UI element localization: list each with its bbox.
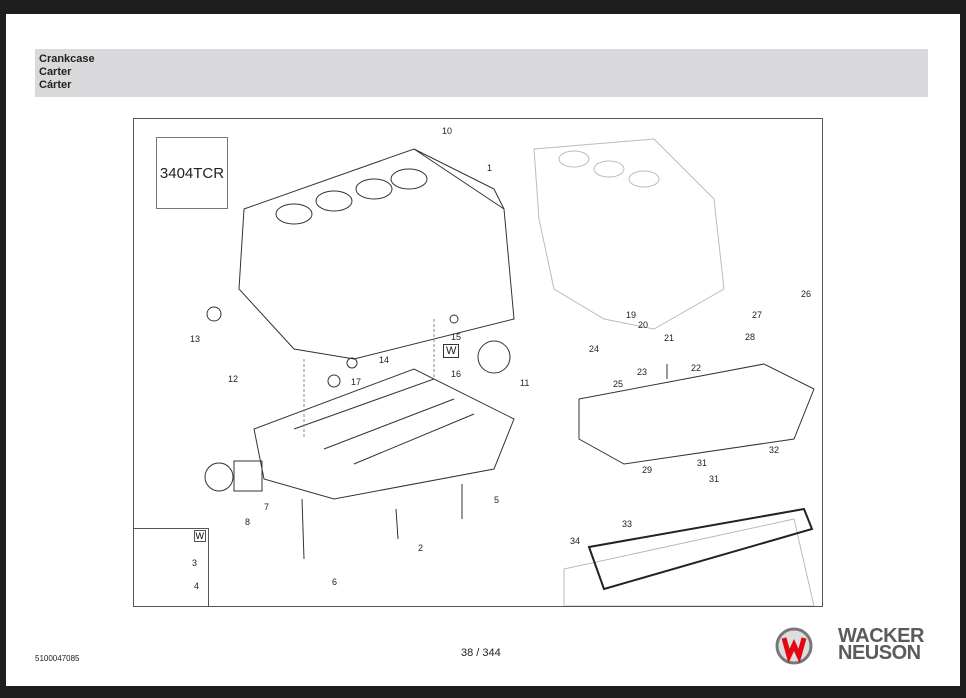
callout-27: 27: [752, 310, 763, 320]
inset-detail-box: W: [134, 528, 209, 606]
callout-13: 13: [190, 334, 201, 344]
callout-7: 7: [264, 502, 270, 512]
callout-15: 15: [451, 332, 462, 342]
callout-5: 5: [494, 495, 500, 505]
leader-lines: [303, 319, 435, 439]
engine-block: [238, 148, 515, 360]
title-en: Crankcase: [39, 53, 95, 65]
wacker-neuson-logo-icon: [775, 627, 813, 665]
callout-34: 34: [570, 536, 581, 546]
callout-28: 28: [745, 332, 756, 342]
page-number: 38 / 344: [461, 647, 501, 659]
cylinder-head-ghost: [563, 518, 815, 606]
callout-31-second: 31: [709, 474, 720, 484]
exploded-parts-diagram: [133, 118, 823, 607]
callout-10: 10: [442, 126, 453, 136]
callout-25: 25: [613, 379, 624, 389]
title-es: Cárter: [39, 79, 72, 91]
callout-1: 1: [487, 163, 493, 173]
section-header: Crankcase Carter Cárter: [35, 49, 928, 97]
callout-2: 2: [418, 543, 424, 553]
brand-line-1: WACKER: [838, 625, 924, 647]
callout-17: 17: [351, 377, 362, 387]
lower-crankcase: [253, 368, 515, 500]
callout-22: 22: [691, 363, 702, 373]
callout-31: 31: [697, 458, 708, 468]
title-fr: Carter: [39, 66, 72, 78]
callout-4: 4: [194, 581, 200, 591]
callout-26: 26: [801, 289, 812, 299]
callout-3: 3: [192, 558, 198, 568]
callout-32: 32: [769, 445, 780, 455]
inset-marker: W: [193, 530, 206, 542]
ghost-engine-block: [533, 138, 725, 330]
callout-8: 8: [245, 517, 251, 527]
valve-cover: [578, 363, 815, 465]
callout-21: 21: [664, 333, 675, 343]
engine-code-box: 3404TCR: [156, 137, 228, 209]
callout-16: 16: [451, 369, 462, 379]
engine-drawing: [204, 138, 815, 606]
document-number: 5100047085: [35, 654, 80, 663]
callout-33: 33: [622, 519, 633, 529]
callout-24: 24: [589, 344, 600, 354]
callout-11: 11: [520, 378, 530, 388]
brand-line-2: NEUSON: [838, 642, 921, 664]
callout-14: 14: [379, 355, 390, 365]
callout-12: 12: [228, 374, 239, 384]
callout-6: 6: [332, 577, 338, 587]
callout-23: 23: [637, 367, 648, 377]
gasket: [587, 507, 814, 591]
marker-w: W: [443, 344, 460, 358]
bolts: [301, 364, 668, 560]
callout-29: 29: [642, 465, 653, 475]
callout-19: 19: [626, 310, 637, 320]
seal-rings: [204, 306, 511, 492]
callout-20: 20: [638, 320, 649, 330]
